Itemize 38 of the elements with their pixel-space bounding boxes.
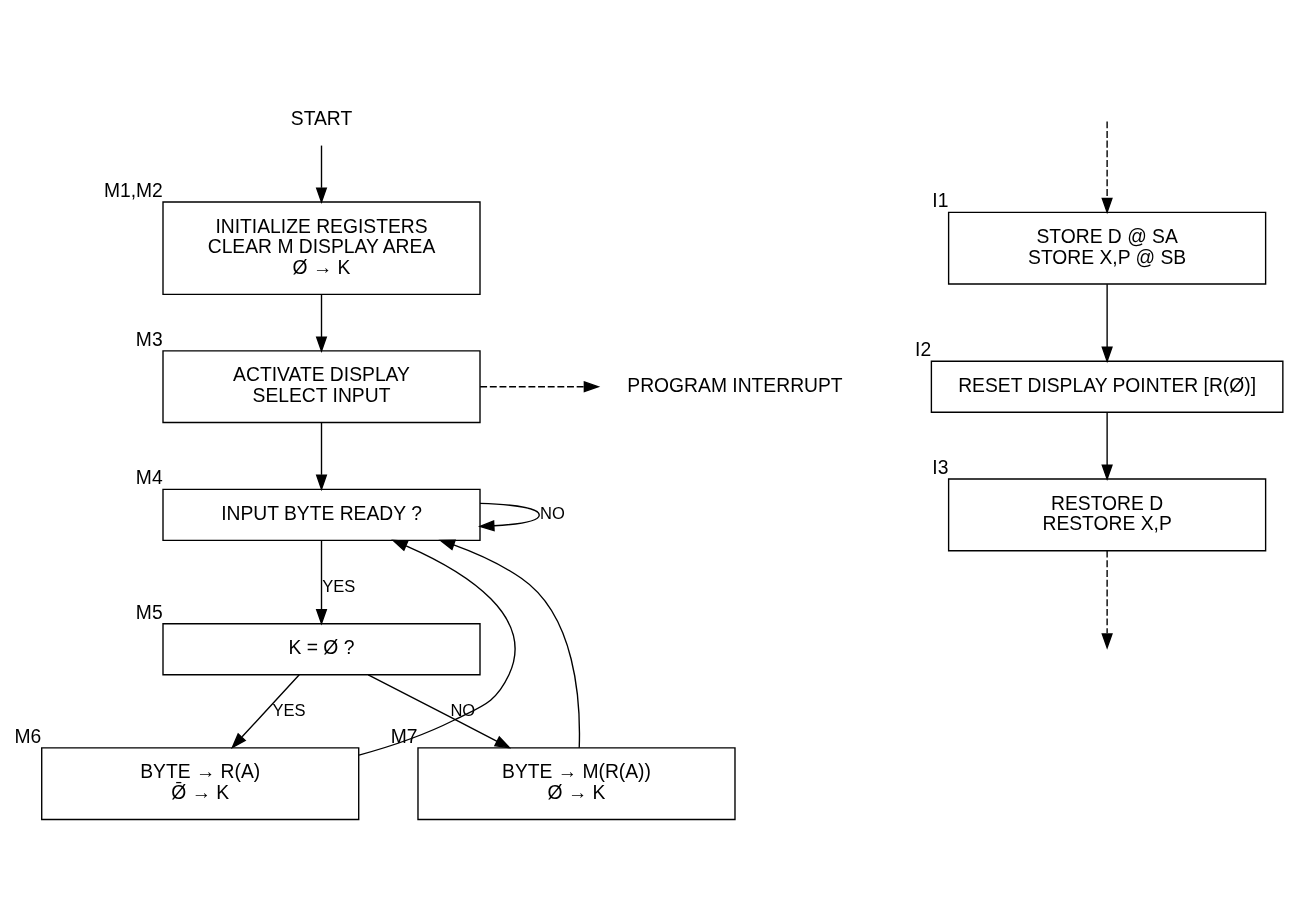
node-box: K = Ø ? — [162, 622, 481, 675]
node-box: BYTE → M(R(A)) Ø → K — [417, 746, 736, 820]
node-label: M6 — [14, 725, 42, 747]
node-box: INPUT BYTE READY ? — [162, 488, 481, 541]
arrow — [315, 144, 328, 204]
arrow — [358, 539, 516, 756]
edge-label: NO — [450, 700, 476, 720]
node-box: RESET DISPLAY POINTER [R(Ø)] — [930, 360, 1284, 413]
node-label: I1 — [932, 189, 949, 211]
arrow — [438, 539, 581, 748]
node-label: M3 — [135, 328, 163, 350]
arrow — [479, 380, 601, 392]
arrow — [367, 673, 512, 749]
node-label: M5 — [135, 601, 163, 623]
arrow — [1101, 283, 1113, 363]
arrow — [315, 421, 328, 491]
node-label: I3 — [932, 456, 949, 478]
arrow — [315, 539, 328, 626]
node-label: M7 — [390, 725, 418, 747]
node-box: ACTIVATE DISPLAY SELECT INPUT — [162, 349, 481, 423]
arrow — [477, 502, 540, 532]
node-box: STORE D @ SA STORE X,P @ SB — [947, 211, 1267, 285]
node-label: M4 — [135, 466, 163, 488]
edge-label: NO — [539, 503, 565, 523]
node-box: INITIALIZE REGISTERS CLEAR M DISPLAY AREA Ø → K — [162, 200, 481, 295]
node-label: I2 — [915, 338, 932, 360]
arrow — [230, 673, 300, 749]
arrow — [1101, 411, 1113, 481]
edge-label: YES — [322, 576, 356, 596]
edge-label: YES — [272, 700, 306, 720]
arrow — [1101, 120, 1113, 214]
arrow — [1101, 549, 1113, 650]
node-text: PROGRAM INTERRUPT — [627, 374, 843, 396]
node-label: M1,M2 — [103, 179, 163, 201]
node-box: RESTORE D RESTORE X,P — [947, 477, 1267, 551]
node-box: BYTE → R(A) Ø̄ → K — [41, 746, 360, 820]
arrow — [315, 293, 328, 353]
node-text: START — [290, 107, 353, 129]
